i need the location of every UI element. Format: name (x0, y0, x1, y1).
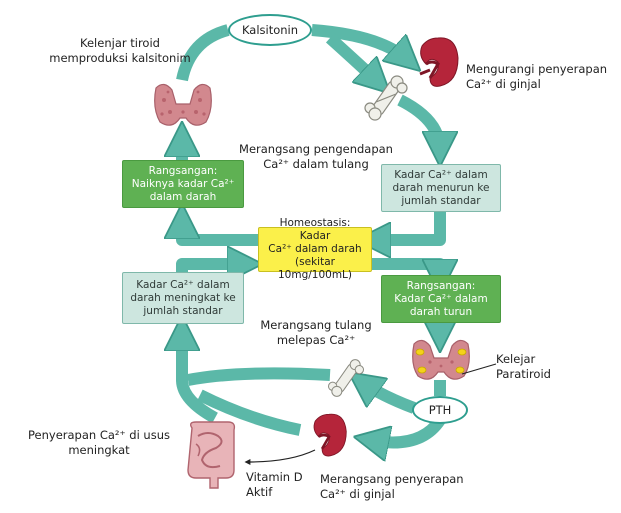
calcitonin-label: Kalsitonin (241, 23, 299, 37)
kidney-icon (313, 413, 347, 457)
arrow-kadar-menurun-to-homeostasis (372, 212, 446, 240)
arrow-homeostasis-to-rangsangan-turun (372, 258, 440, 278)
pth-node: PTH (412, 396, 468, 424)
arrow-thyroid-to-calcitonin (176, 24, 230, 82)
arrow-calcitonin-to-kidney (311, 24, 408, 60)
thyroid-label: Kelenjar tiroid memproduksi kalsitonim (49, 36, 191, 65)
arrow-pth-to-bone (362, 382, 417, 414)
arrow-kidney-to-loop (197, 389, 302, 436)
bone-release-label: Merangsang tulang melepas Ca²⁺ (260, 318, 372, 347)
bone-icon (364, 75, 408, 121)
arrow-to-kadar-menurun (397, 94, 440, 150)
arrow-kidney-to-vitamin-d (244, 449, 316, 465)
calcitonin-node: Kalsitonin (228, 14, 312, 46)
parathyroid-gland-icon (412, 339, 470, 380)
parathyroid-label: Kelejar Paratiroid (496, 352, 551, 381)
arrow-intestine-to-kadar-meningkat (182, 332, 218, 424)
stimulate-absorption-label: Merangsang penyerapan Ca²⁺ di ginjal (320, 472, 464, 501)
arrow-homeostasis-to-rangsangan (182, 220, 258, 246)
thyroid-gland-icon (154, 83, 212, 126)
vitamin-d-label: Vitamin D Aktif (246, 470, 303, 499)
kidney-icon (419, 37, 459, 87)
bone-icon (328, 359, 364, 397)
arrow-calcitonin-to-bone (325, 33, 378, 82)
stimulus-falling-calcium-box: Rangsangan: Kadar Ca²⁺ dalam darah turun (381, 275, 501, 323)
intestine-icon (187, 421, 236, 489)
homeostasis-box: Homeostasis: Kadar Ca²⁺ dalam darah (sek… (258, 217, 372, 281)
calcium-increases-box: Kadar Ca²⁺ dalam darah meningkat ke juml… (122, 272, 244, 324)
intestine-absorption-label: Penyerapan Ca²⁺ di usus meningkat (28, 428, 170, 457)
parathyroid-pointer (461, 363, 497, 375)
calcium-decreases-box: Kadar Ca²⁺ dalam darah menurun ke jumlah… (381, 164, 501, 212)
pth-label: PTH (428, 403, 452, 417)
arrow-bone-to-loop (186, 367, 331, 386)
deposit-bone-label: Merangsang pengendapan Ca²⁺ dalam tulang (239, 142, 393, 171)
stimulus-rising-calcium-box: Rangsangan: Naiknya kadar Ca²⁺ dalam dar… (122, 160, 244, 208)
reduce-absorption-label: Mengurangi penyerapan Ca²⁺ di ginjal (466, 62, 608, 91)
arrow-pth-to-kidney (370, 416, 445, 443)
arrow-kadar-meningkat-to-homeostasis (176, 264, 246, 272)
